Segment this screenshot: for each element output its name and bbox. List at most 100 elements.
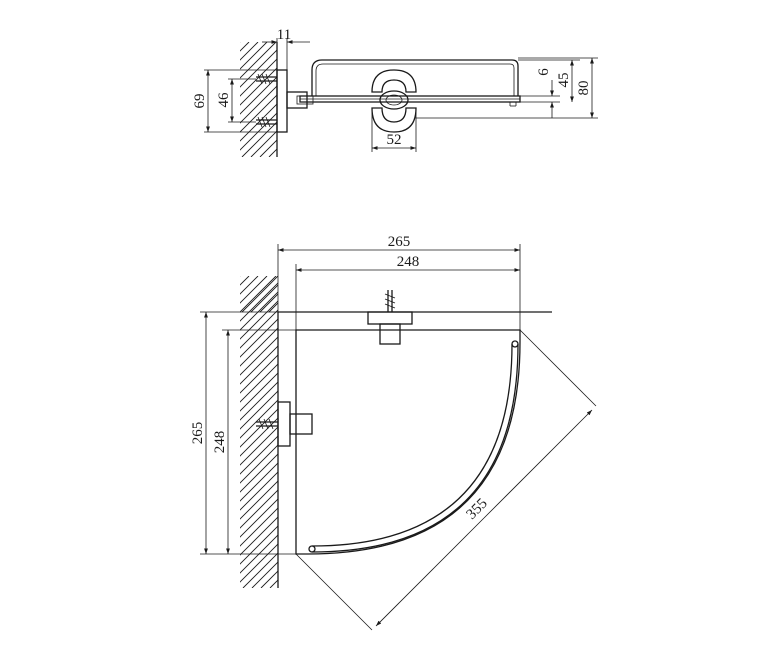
hatch-line xyxy=(260,570,278,588)
dim-screw-spacing-label: 46 xyxy=(216,92,232,108)
hatch-line xyxy=(250,284,278,313)
side-screw-lower xyxy=(256,116,277,128)
hatch-line xyxy=(240,327,278,367)
hatch-line xyxy=(557,276,593,312)
dim-holder-width-label: 52 xyxy=(387,132,402,148)
hatch-line xyxy=(240,76,277,115)
hatch-line xyxy=(513,276,780,588)
dim-depth-outer-label: 265 xyxy=(190,422,206,445)
hatch-line xyxy=(287,42,402,157)
hatch-line xyxy=(486,276,780,588)
side-glass-holder xyxy=(371,69,417,133)
dim-width-outer-label: 265 xyxy=(388,234,411,250)
dim-depth-outer: 265 xyxy=(190,311,296,555)
hatch-line xyxy=(314,276,350,312)
hatch-line xyxy=(259,293,278,313)
hatch-line xyxy=(240,103,277,142)
hatch-line xyxy=(240,507,278,547)
dim-total-height: 69 xyxy=(192,69,277,133)
hatch-line xyxy=(413,276,449,312)
hatch-line xyxy=(332,276,368,312)
corner-wall-faces xyxy=(277,311,552,588)
hatch-line xyxy=(240,336,278,376)
hatch-line xyxy=(566,276,602,312)
hatch-line xyxy=(584,276,620,312)
dim-wall-offset: 11 xyxy=(262,27,310,72)
hatch-line xyxy=(240,435,278,475)
hatch-line xyxy=(279,276,591,588)
hatch-line xyxy=(240,282,278,322)
dim-width-outer: 265 xyxy=(277,234,521,330)
hatch-line xyxy=(350,276,386,312)
hatch-line xyxy=(476,276,512,312)
hatch-line xyxy=(440,276,476,312)
hatch-line xyxy=(449,276,485,312)
hatch-line xyxy=(522,276,780,588)
dim-width-inner-label: 248 xyxy=(397,254,420,270)
hatch-line xyxy=(240,58,277,97)
hatch-line xyxy=(423,276,735,588)
hatch-line xyxy=(567,276,780,588)
hatch-line xyxy=(306,276,618,588)
hatch-line xyxy=(297,276,609,588)
hatch-line xyxy=(240,318,278,358)
hatch-line xyxy=(342,276,654,588)
top-rail-inner xyxy=(311,343,519,553)
hatch-line xyxy=(240,309,278,349)
hatch-line xyxy=(585,276,780,588)
top-view: 265 248 265 248 35 xyxy=(190,234,780,631)
side-screw-upper xyxy=(256,73,277,85)
side-rail xyxy=(311,59,519,96)
hatch-line xyxy=(503,276,539,312)
hatch-line xyxy=(548,276,584,312)
hatch-line xyxy=(296,276,332,312)
dim-diagonal: 355 xyxy=(295,329,597,631)
hatch-line xyxy=(333,276,645,588)
hatch-line xyxy=(305,42,420,157)
hatch-line xyxy=(369,276,681,588)
hatch-line xyxy=(450,276,762,588)
hatch-line xyxy=(549,276,780,588)
dim-total-height-label: 69 xyxy=(192,94,208,109)
hatch-line xyxy=(377,276,413,312)
hatch-line xyxy=(240,516,278,556)
hatch-line xyxy=(323,276,359,312)
top-glass-shelf xyxy=(295,329,521,555)
hatch-line xyxy=(287,276,323,312)
dim-overall-height-label: 80 xyxy=(576,81,592,96)
hatch-line xyxy=(540,276,780,588)
hatch-line xyxy=(467,276,503,312)
hatch-line xyxy=(240,390,278,430)
hatch-line xyxy=(288,276,600,588)
hatch-line xyxy=(386,42,501,157)
hatch-line xyxy=(378,276,690,588)
hatch-line xyxy=(240,67,277,106)
dim-width-inner: 248 xyxy=(295,254,520,330)
hatch-line xyxy=(240,85,277,124)
hatch-line xyxy=(576,276,780,588)
hatch-line xyxy=(405,276,717,588)
hatch-line xyxy=(240,42,268,70)
side-view: 11 69 46 6 45 xyxy=(192,27,598,157)
hatch-line xyxy=(278,42,393,157)
dim-glass-thickness: 6 xyxy=(520,68,560,118)
hatch-line xyxy=(250,130,277,157)
hatch-line xyxy=(314,42,429,157)
hatch-line xyxy=(240,417,278,457)
top-bracket xyxy=(367,290,413,345)
top-rail-outer xyxy=(311,343,513,547)
hatch-line xyxy=(477,276,780,588)
hatch-line xyxy=(305,276,341,312)
hatch-line xyxy=(241,276,278,313)
dim-rail-height-label: 45 xyxy=(556,73,572,88)
hatch-line xyxy=(539,276,575,312)
hatch-line xyxy=(458,276,494,312)
hatch-line xyxy=(240,363,278,403)
hatch-line xyxy=(431,276,467,312)
hatch-line xyxy=(359,276,395,312)
hatch-line xyxy=(512,276,548,312)
left-bracket xyxy=(256,401,313,447)
hatch-line xyxy=(432,276,744,588)
dim-depth-inner-label: 248 xyxy=(212,431,228,454)
hatch-line xyxy=(341,276,377,312)
